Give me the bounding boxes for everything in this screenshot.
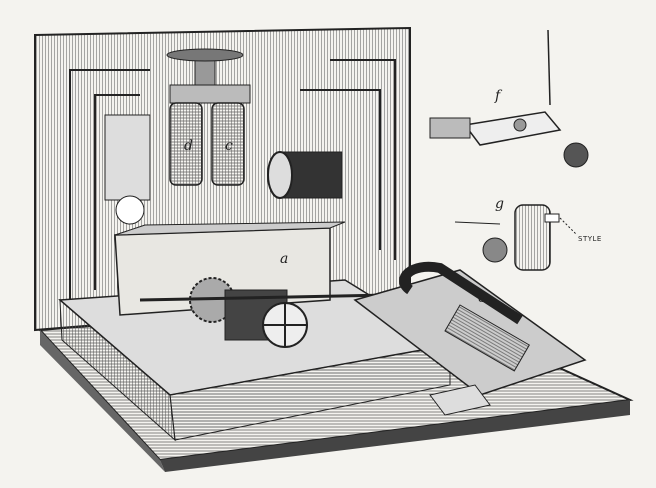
- label-d: d: [184, 138, 193, 154]
- detail-f: f: [429, 29, 589, 168]
- electromagnet-e: e: [353, 261, 587, 416]
- label-style: STYLE: [578, 235, 602, 243]
- gear-cylinder: [139, 277, 391, 348]
- detail-g: g STYLE: [454, 196, 602, 271]
- label-g: g: [495, 196, 504, 212]
- label-e: e: [478, 290, 486, 306]
- label-f: f: [494, 88, 503, 104]
- coils: d c: [104, 48, 251, 225]
- label-c: c: [225, 138, 233, 154]
- label-a: a: [280, 251, 288, 267]
- drum: [267, 151, 343, 199]
